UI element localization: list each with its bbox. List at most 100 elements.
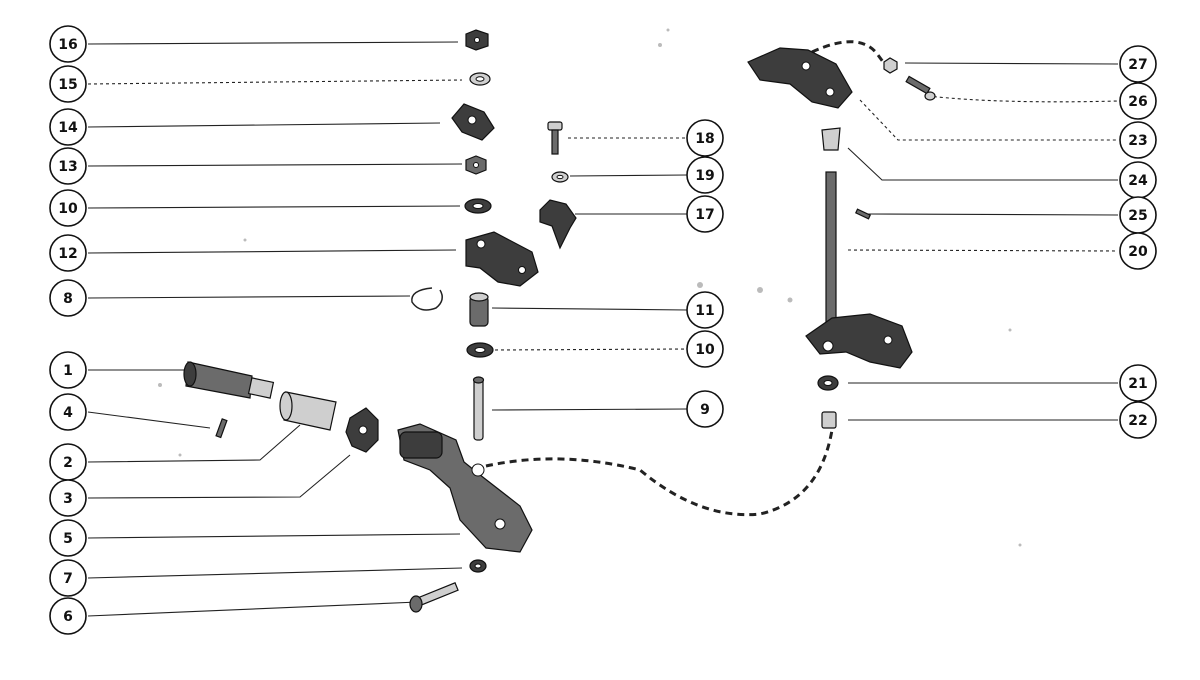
callout-c19: 19	[686, 156, 724, 194]
callout-circle	[1119, 45, 1157, 83]
gear-3	[345, 407, 379, 453]
callout-circle	[686, 330, 724, 368]
callout-c3: 3	[49, 479, 87, 517]
callout-number: 3	[63, 491, 73, 507]
callout-number: 27	[1128, 57, 1147, 73]
roll-pin-4	[215, 418, 228, 439]
callout-c1: 1	[49, 351, 87, 389]
callout-c27: 27	[1119, 45, 1157, 83]
callout-number: 22	[1128, 413, 1147, 429]
callout-circle	[49, 519, 87, 557]
callout-circle	[49, 189, 87, 227]
callout-number: 17	[695, 207, 714, 223]
callout-c22: 22	[1119, 401, 1157, 439]
callout-circle	[49, 147, 87, 185]
washer-10-upper	[464, 198, 492, 214]
callout-number: 21	[1128, 376, 1147, 392]
callout-circle	[49, 279, 87, 317]
callout-circle	[686, 119, 724, 157]
callout-number: 20	[1128, 244, 1148, 260]
washer-19	[551, 171, 569, 183]
callout-circle	[49, 479, 87, 517]
callout-number: 13	[58, 159, 77, 175]
callout-c11: 11	[686, 291, 724, 329]
callout-c6: 6	[49, 597, 87, 635]
bushing-24	[821, 127, 841, 151]
callout-c9: 9	[686, 390, 724, 428]
callout-circle	[686, 156, 724, 194]
callout-number: 4	[63, 405, 73, 421]
lever-arm-12	[465, 231, 539, 287]
washer-15	[469, 72, 491, 86]
callout-labels: 1615141310128142357618191711109272623242…	[49, 25, 1157, 635]
callout-number: 9	[700, 402, 710, 418]
callout-circle	[686, 291, 724, 329]
callout-circle	[49, 25, 87, 63]
callout-circle	[686, 390, 724, 428]
callout-number: 19	[695, 168, 714, 184]
pin-25	[855, 208, 871, 220]
upper-shift-arm	[747, 47, 853, 109]
callout-number: 8	[63, 291, 73, 307]
shift-shaft-20	[805, 171, 913, 369]
spacer-11	[469, 292, 489, 327]
callout-number: 11	[695, 303, 714, 319]
callout-c16: 16	[49, 25, 87, 63]
callout-number: 10	[695, 342, 715, 358]
pivot-pin-9	[472, 376, 485, 441]
callout-circle	[49, 234, 87, 272]
callout-number: 24	[1128, 173, 1148, 189]
callout-number: 7	[63, 571, 73, 587]
screw-26	[905, 75, 936, 101]
callout-number: 18	[695, 131, 714, 147]
leader-lines	[87, 41, 1119, 617]
callout-c7: 7	[49, 559, 87, 597]
callout-c5: 5	[49, 519, 87, 557]
callout-circle	[49, 65, 87, 103]
callout-circle	[49, 108, 87, 146]
callout-number: 12	[58, 246, 77, 262]
callout-c24: 24	[1119, 161, 1157, 199]
spring-clip-8	[411, 287, 443, 311]
callout-number: 26	[1128, 94, 1147, 110]
screw-18	[547, 121, 563, 155]
callout-circle	[49, 393, 87, 431]
callout-c10b: 10	[686, 330, 724, 368]
scan-specks	[158, 28, 1022, 547]
callout-c12: 12	[49, 234, 87, 272]
callout-c13: 13	[49, 147, 87, 185]
shift-housing-5	[397, 423, 533, 553]
callout-circle	[1119, 121, 1157, 159]
bolt-6	[409, 582, 459, 613]
bracket-block-14	[451, 103, 495, 141]
callout-number: 14	[58, 120, 78, 136]
nut-13	[465, 155, 487, 175]
callout-c4: 4	[49, 393, 87, 431]
bushing-22	[821, 411, 837, 429]
callout-number: 23	[1128, 133, 1147, 149]
callout-number: 1	[63, 363, 73, 379]
callout-circle	[1119, 401, 1157, 439]
callout-number: 6	[63, 609, 73, 625]
callout-c2: 2	[49, 443, 87, 481]
callout-c8: 8	[49, 279, 87, 317]
washer-7	[469, 559, 487, 573]
callout-number: 25	[1128, 208, 1147, 224]
shaft-sleeve-1	[183, 361, 275, 399]
washer-10-lower	[466, 342, 494, 358]
callout-circle	[49, 559, 87, 597]
washer-21	[817, 375, 839, 391]
callout-number: 10	[58, 201, 78, 217]
callout-circle	[49, 351, 87, 389]
linkage-cable	[485, 429, 834, 517]
callout-circle	[1119, 82, 1157, 120]
callout-c23: 23	[1119, 121, 1157, 159]
callout-c25: 25	[1119, 196, 1157, 234]
callout-c15: 15	[49, 65, 87, 103]
callout-circle	[49, 597, 87, 635]
callout-number: 5	[63, 531, 73, 547]
callout-circle	[1119, 364, 1157, 402]
callout-number: 16	[58, 37, 77, 53]
callout-number: 2	[63, 455, 73, 471]
